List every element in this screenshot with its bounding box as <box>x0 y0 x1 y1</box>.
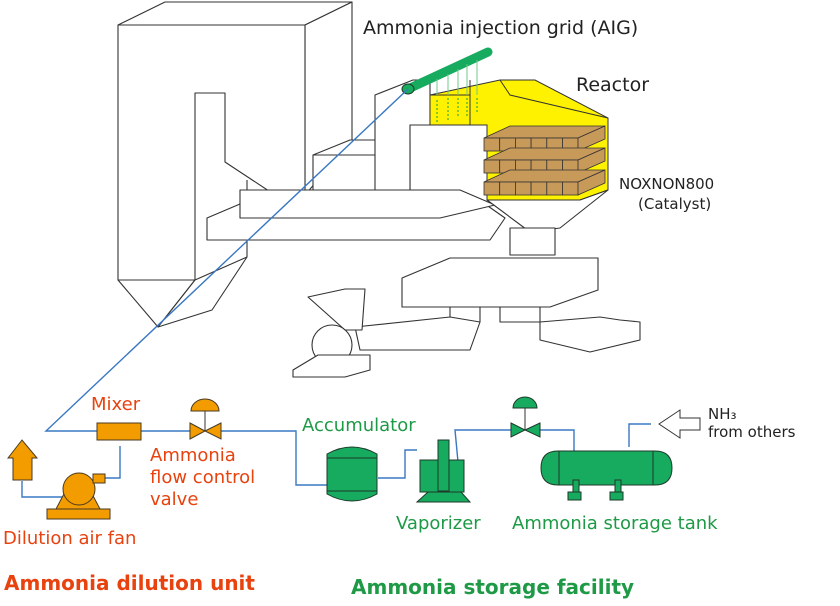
catalyst-brick <box>483 181 501 196</box>
catalyst-brick <box>546 181 563 196</box>
catalyst-brick <box>562 181 579 196</box>
catalyst-brick <box>515 181 532 196</box>
catalyst-brick <box>499 181 516 196</box>
vaporizer-label: Vaporizer <box>396 513 481 534</box>
catalyst-brick <box>530 181 548 196</box>
flue-duct <box>206 79 506 241</box>
catalyst-sub-label: (Catalyst) <box>638 195 712 213</box>
tank-vertical-icon <box>326 446 378 502</box>
mixer-label: Mixer <box>91 394 141 415</box>
tank-horizontal-icon <box>540 450 673 501</box>
nh3-source-label: from others <box>708 423 796 441</box>
fan-pump-icon <box>46 472 111 520</box>
catalyst-brick <box>483 137 501 152</box>
catalyst-layer-side <box>577 169 606 196</box>
dilution-fan-label: Dilution air fan <box>3 528 137 549</box>
hollow-arrow-left-icon <box>658 409 701 439</box>
accumulator-label: Accumulator <box>302 415 416 436</box>
catalyst-layer-side <box>577 147 606 174</box>
mixer-icon <box>96 422 142 441</box>
air-intake-arrow-icon <box>6 439 39 481</box>
catalyst-layer-side <box>577 125 606 152</box>
pipe-network <box>21 88 651 498</box>
storage-tank-label: Ammonia storage tank <box>512 513 718 534</box>
aig-label: Ammonia injection grid (AIG) <box>363 17 639 39</box>
dilution-unit-title: Ammonia dilution unit <box>4 571 255 595</box>
catalyst-brick <box>483 159 501 174</box>
catalyst-name-label: NOXNON800 <box>619 175 715 193</box>
lower-duct <box>292 257 641 378</box>
flow-valve-label-line2: flow control <box>150 467 256 488</box>
control-valve-icon <box>189 398 222 440</box>
storage-facility-title: Ammonia storage facility <box>351 575 635 599</box>
flow-valve-label-line3: valve <box>150 489 199 510</box>
catalyst-block-icon <box>483 125 606 196</box>
flow-valve-label-line1: Ammonia <box>150 445 236 466</box>
control-valve-icon <box>510 396 541 438</box>
reactor-label: Reactor <box>576 74 650 96</box>
nh3-label: NH₃ <box>708 405 737 423</box>
vaporizer-icon <box>415 439 472 503</box>
